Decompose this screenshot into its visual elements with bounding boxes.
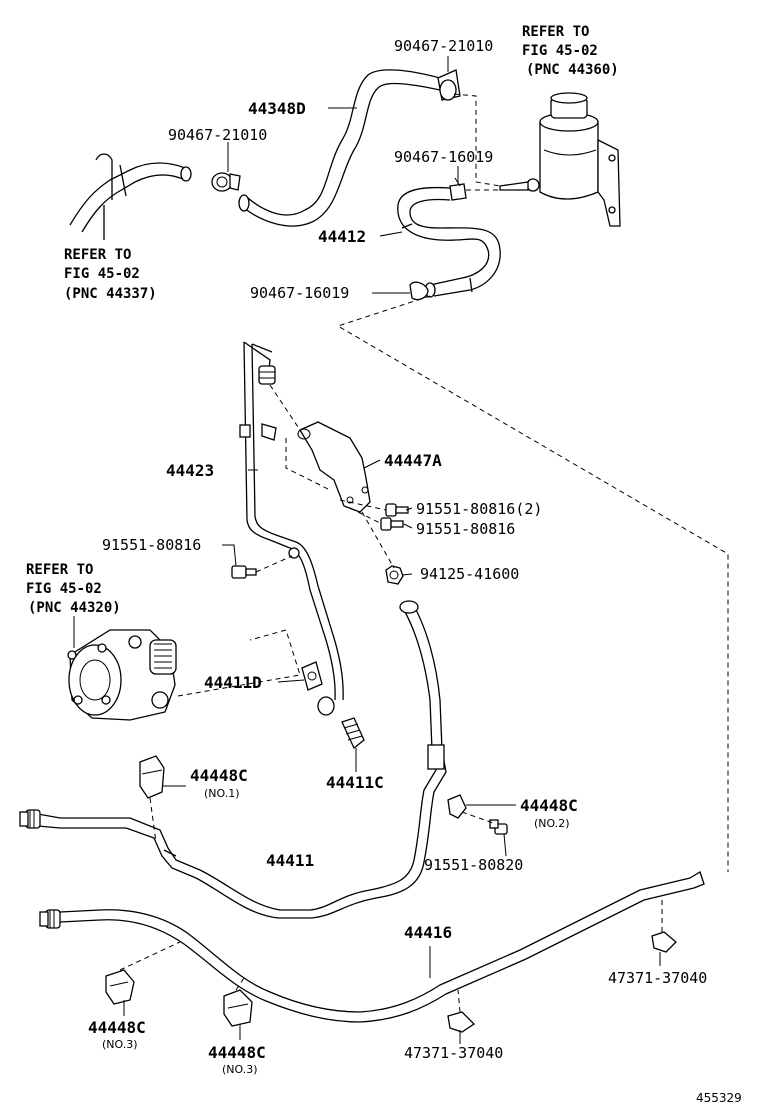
- clamp-44448C-no3-right[interactable]: [223, 989, 253, 1027]
- bolt-91551-80816-2[interactable]: [385, 503, 409, 517]
- ref-pump-line1: REFER TO: [26, 562, 93, 578]
- ref-reservoir-line3: (PNC 44360): [526, 62, 619, 78]
- ref-reservoir-line1: REFER TO: [522, 24, 589, 40]
- hose-44412[interactable]: [397, 186, 501, 298]
- clamp-44448C-no3-left[interactable]: [105, 969, 135, 1005]
- ref-inlet-line2: FIG 45-02: [64, 266, 140, 282]
- hose-44348D[interactable]: [238, 69, 441, 227]
- fitting-top-44423[interactable]: [258, 365, 276, 385]
- label-91551-80816-2: 91551-80816(2): [416, 500, 542, 518]
- label-44348D: 44348D: [248, 99, 306, 118]
- label-44411: 44411: [266, 851, 314, 870]
- clamp-47371-37040-mid[interactable]: [447, 1011, 476, 1033]
- clamp-90467-16019-upper[interactable]: [449, 177, 467, 201]
- label-44412: 44412: [318, 227, 366, 246]
- ref-pump-line2: FIG 45-02: [26, 581, 102, 597]
- figure-id: 455329: [696, 1091, 742, 1105]
- label-90467-21010-upper: 90467-21010: [394, 37, 493, 55]
- union-bolt-44411D[interactable]: [301, 661, 323, 691]
- reservoir-reference: REFER TO FIG 45-02 (PNC 44360): [522, 24, 619, 78]
- ref-inlet-line3: (PNC 44337): [64, 286, 157, 302]
- label-no3-right: (NO.3): [222, 1063, 258, 1076]
- reservoir-tank[interactable]: [499, 92, 621, 227]
- label-90467-21010-lower: 90467-21010: [168, 126, 267, 144]
- label-44448C-no1: 44448C: [190, 766, 248, 785]
- ref-reservoir-line2: FIG 45-02: [522, 43, 598, 59]
- ref-pump-line3: (PNC 44320): [28, 600, 121, 616]
- label-44416: 44416: [404, 923, 452, 942]
- nut-94125-41600[interactable]: [385, 565, 404, 585]
- clamp-90467-21010-upper[interactable]: [437, 69, 461, 101]
- label-44411C: 44411C: [326, 773, 384, 792]
- label-44448C-no3-right: 44448C: [208, 1043, 266, 1062]
- label-no1: (NO.1): [204, 787, 240, 800]
- label-90467-16019-lower: 90467-16019: [250, 284, 349, 302]
- label-47371-37040-mid: 47371-37040: [404, 1044, 503, 1062]
- bolt-91551-80816-left[interactable]: [231, 565, 257, 579]
- tube-44411[interactable]: [19, 600, 447, 919]
- leader-lines: [73, 56, 661, 1044]
- label-91551-80816-single: 91551-80816: [416, 520, 515, 538]
- bracket-44447A[interactable]: [297, 421, 371, 513]
- inlet-pipe[interactable]: [69, 153, 192, 240]
- clamp-47371-37040-right[interactable]: [651, 931, 677, 953]
- bolt-91551-80820[interactable]: [489, 819, 508, 835]
- label-90467-16019-upper: 90467-16019: [394, 148, 493, 166]
- clamp-44448C-no1[interactable]: [139, 755, 165, 799]
- label-47371-37040-right: 47371-37040: [608, 969, 707, 987]
- power-steering-pump[interactable]: [67, 629, 177, 721]
- label-no2: (NO.2): [534, 817, 570, 830]
- ref-inlet-line1: REFER TO: [64, 247, 131, 263]
- clamp-90467-21010-lower[interactable]: [211, 172, 241, 192]
- label-44423: 44423: [166, 461, 214, 480]
- assembly-dashed-lines: [119, 93, 729, 1013]
- label-91551-80816-left: 91551-80816: [102, 536, 201, 554]
- label-44447A: 44447A: [384, 451, 442, 470]
- clamp-44448C-no2[interactable]: [447, 794, 467, 819]
- clamp-90467-16019-lower[interactable]: [409, 281, 429, 301]
- pump-reference: REFER TO FIG 45-02 (PNC 44320): [26, 562, 121, 616]
- label-44411D: 44411D: [204, 673, 262, 692]
- label-no3-left: (NO.3): [102, 1038, 138, 1051]
- label-44448C-no3-left: 44448C: [88, 1018, 146, 1037]
- label-91551-80820: 91551-80820: [424, 856, 523, 874]
- tube-44416[interactable]: [39, 871, 705, 1023]
- bolt-91551-80816-single[interactable]: [380, 517, 404, 531]
- label-44448C-no2: 44448C: [520, 796, 578, 815]
- inlet-reference: REFER TO FIG 45-02 (PNC 44337): [64, 247, 157, 302]
- fitting-44411C[interactable]: [317, 696, 365, 750]
- label-94125-41600: 94125-41600: [420, 565, 519, 583]
